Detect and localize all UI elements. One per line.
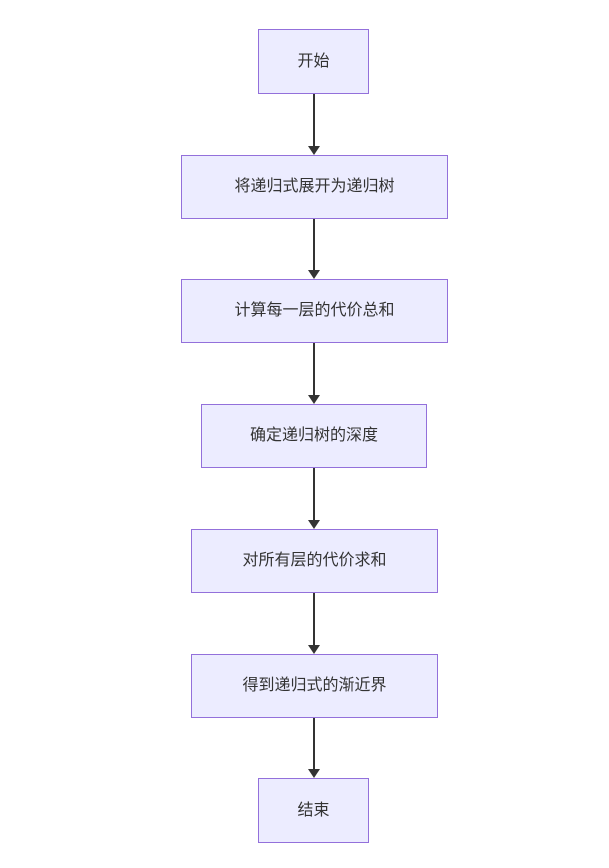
flowchart-node-step4: 对所有层的代价求和 [191,529,438,593]
node-label: 确定递归树的深度 [249,427,378,445]
flowchart-node-step1: 将递归式展开为递归树 [181,155,448,219]
arrow-down-icon [308,343,320,404]
flowchart-node-step5: 得到递归式的渐近界 [191,654,438,718]
node-label: 得到递归式的渐近界 [242,677,387,695]
arrow-head [308,270,320,279]
arrow-line [313,219,315,270]
arrow-head [308,645,320,654]
arrow-down-icon [308,593,320,654]
arrow-down-icon [308,94,320,155]
arrow-line [313,94,315,146]
flowchart-node-start: 开始 [258,29,369,94]
arrow-down-icon [308,718,320,778]
arrow-head [308,146,320,155]
flowchart-node-end: 结束 [258,778,369,843]
arrow-line [313,343,315,395]
arrow-line [313,718,315,769]
arrow-down-icon [308,468,320,529]
flowchart-node-step3: 确定递归树的深度 [201,404,427,468]
arrow-head [308,520,320,529]
node-label: 开始 [297,52,330,70]
flowchart-node-step2: 计算每一层的代价总和 [181,279,448,343]
arrow-line [313,468,315,520]
node-label: 对所有层的代价求和 [242,552,387,570]
arrow-head [308,395,320,404]
node-label: 将递归式展开为递归树 [234,178,395,196]
node-label: 计算每一层的代价总和 [234,302,395,320]
arrow-line [313,593,315,645]
arrow-down-icon [308,219,320,279]
arrow-head [308,769,320,778]
node-label: 结束 [297,801,330,819]
